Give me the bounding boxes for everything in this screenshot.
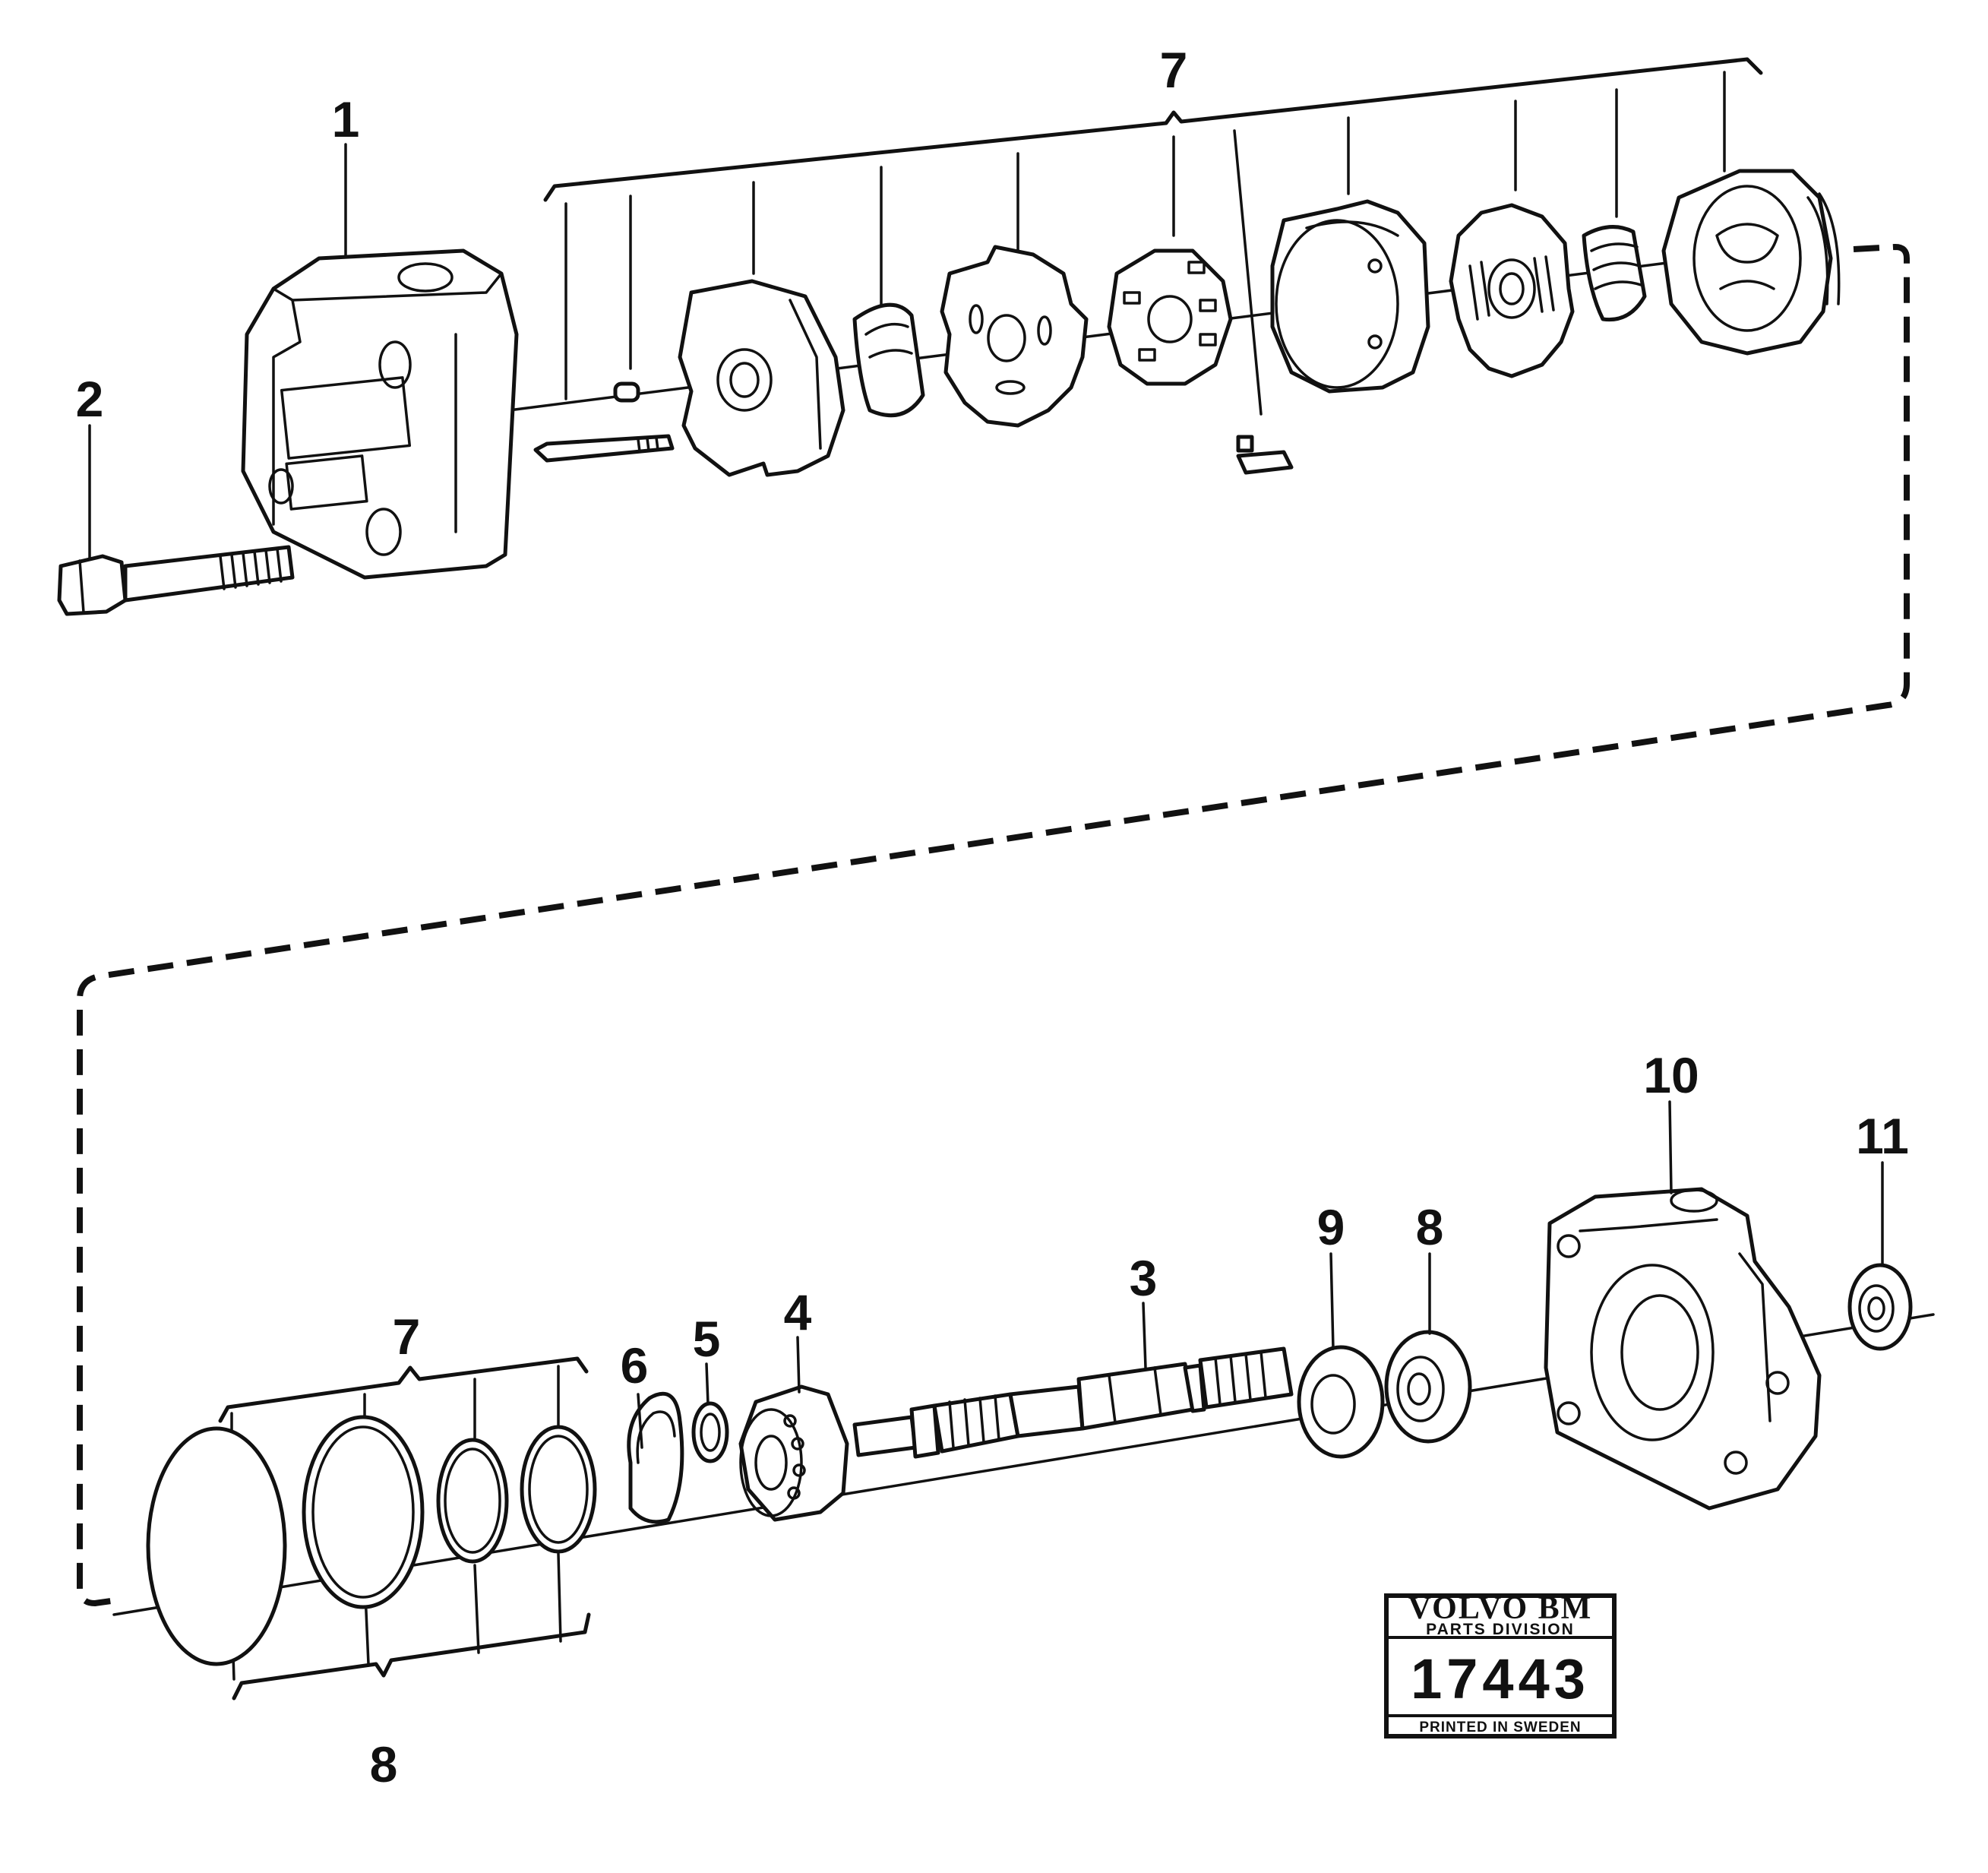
part-2-bolt	[57, 545, 295, 616]
part-9-washer	[1297, 1345, 1385, 1459]
part-1-pump-cover	[241, 248, 519, 580]
part-7-spring-seal	[1582, 225, 1647, 322]
bracket-8-bottom	[232, 1612, 591, 1701]
callout-6: 6	[621, 1337, 649, 1394]
stamp-footer: PRINTED IN SWEDEN	[1419, 1720, 1581, 1735]
leader-4	[796, 1336, 801, 1394]
stamp-brand: VOLVO BM	[1408, 1591, 1593, 1626]
part-8-seal-ring	[520, 1425, 597, 1554]
callout-11: 11	[1856, 1108, 1909, 1164]
part-8-shaft-seal	[1384, 1330, 1472, 1444]
bracket-7-bottom	[218, 1356, 589, 1423]
stamp-division: PARTS DIVISION	[1426, 1621, 1575, 1638]
callout-8-bottom: 8	[370, 1736, 398, 1792]
part-7-large-o-ring	[146, 1426, 287, 1666]
part-7-curved-seal	[852, 302, 925, 418]
part-7-long-screw	[533, 434, 675, 463]
bracket-7-top-leaders	[564, 71, 1726, 416]
callout-7-bottom: 7	[393, 1308, 421, 1365]
leader-5	[705, 1362, 710, 1406]
callout-10: 10	[1643, 1047, 1699, 1103]
part-7-cam-ring	[1270, 199, 1430, 394]
part-7-backup-ring	[302, 1415, 425, 1609]
part-7-small-o-ring	[436, 1438, 509, 1564]
part-7-rotor	[1107, 248, 1233, 386]
part-7-pressure-plate	[940, 245, 1089, 428]
part-4-ball-bearing	[738, 1384, 849, 1522]
bracket-7-top	[543, 57, 1763, 202]
part-3-drive-shaft	[852, 1346, 1294, 1459]
leader-6	[637, 1393, 643, 1449]
callout-2: 2	[76, 371, 104, 427]
part-7-end-disc	[1661, 169, 1841, 356]
part-7-dowel-pin	[613, 381, 640, 403]
leader-3	[1142, 1302, 1147, 1369]
part-7-vane	[1236, 435, 1294, 475]
callout-3: 3	[1130, 1250, 1158, 1306]
callout-1: 1	[332, 91, 360, 147]
assembly-continuation-dashed-line	[77, 244, 1910, 1606]
part-6-snap-ring	[627, 1391, 684, 1524]
part-10-front-housing	[1544, 1187, 1822, 1511]
part-7-pressure-plate-2	[1449, 203, 1575, 378]
leader-10	[1668, 1100, 1673, 1194]
callout-5: 5	[693, 1311, 721, 1367]
callout-8-top: 8	[1416, 1199, 1444, 1255]
volvo-bm-parts-stamp: VOLVO BM PARTS DIVISION 17443 PRINTED IN…	[1384, 1591, 1617, 1739]
part-7-end-plate	[678, 279, 845, 477]
leader-9	[1329, 1252, 1335, 1350]
callout-4: 4	[784, 1284, 812, 1340]
callout-9: 9	[1317, 1199, 1345, 1255]
part-11-seal	[1847, 1263, 1913, 1351]
part-5-retaining-ring	[691, 1401, 729, 1463]
callout-7-top: 7	[1160, 42, 1188, 98]
stamp-number: 17443	[1411, 1647, 1590, 1710]
